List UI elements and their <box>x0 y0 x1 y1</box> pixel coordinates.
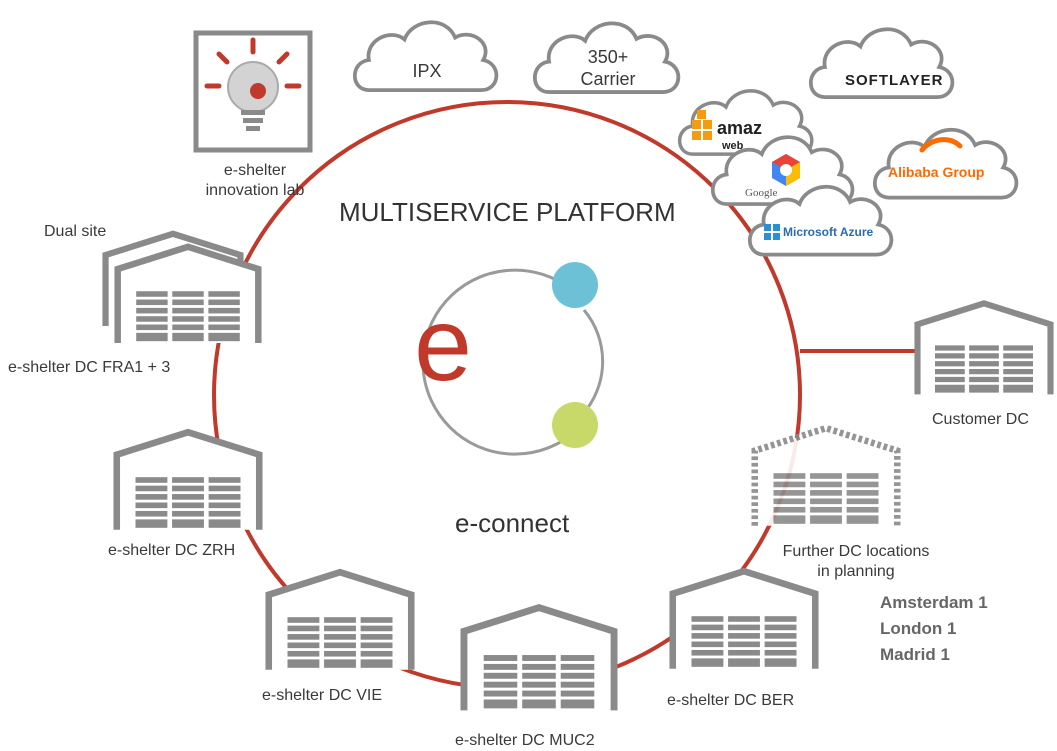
building-customer <box>918 303 1051 394</box>
google-cloud-icon <box>772 154 800 186</box>
site-muc-label: e-shelter DC MUC2 <box>455 732 595 749</box>
cloud-carrier-label-1: 350+ <box>587 47 629 67</box>
innovation-label-2: innovation lab <box>205 182 305 199</box>
center-label: e-connect <box>455 508 570 538</box>
google-logo-text: Google <box>745 187 778 199</box>
innovation-lab-icon <box>193 30 313 153</box>
green-node <box>552 402 598 448</box>
amazon-logo-text: amaz <box>717 118 763 138</box>
alibaba-logo-icon <box>919 137 963 153</box>
alibaba-logo-text: Alibaba Group <box>888 164 985 180</box>
e-logo-letter: e <box>414 287 472 403</box>
building-further <box>755 428 898 526</box>
blue-node <box>552 262 598 308</box>
aws-cubes-icon <box>692 110 712 140</box>
planned-location-2: London 1 <box>880 619 957 638</box>
site-vie-label: e-shelter DC VIE <box>262 687 383 704</box>
site-fra-label: e-shelter DC FRA1 + 3 <box>8 359 171 376</box>
building-zrh <box>117 432 260 530</box>
e-connect-logo: e <box>414 262 605 456</box>
platform-title: MULTISERVICE PLATFORM <box>339 197 676 227</box>
innovation-label-1: e-shelter <box>223 162 287 179</box>
building-ber <box>673 571 816 669</box>
site-ber-label: e-shelter DC BER <box>667 692 795 709</box>
site-customer-label: Customer DC <box>932 411 1029 428</box>
cloud-carrier-label-2: Carrier <box>580 69 636 89</box>
azure-logo-text: Microsoft Azure <box>783 225 874 239</box>
further-label-2: in planning <box>817 563 895 580</box>
building-fra <box>118 247 259 343</box>
amazon-logo-text-2: web <box>722 140 744 152</box>
building-vie <box>269 572 412 670</box>
building-muc <box>464 608 614 711</box>
cloud-ipx-label: IPX <box>412 61 442 81</box>
planned-location-3: Madrid 1 <box>880 645 950 664</box>
windows-icon <box>764 224 780 240</box>
dual-site-label: Dual site <box>44 223 107 240</box>
planned-location-1: Amsterdam 1 <box>880 593 988 612</box>
further-label-1: Further DC locations <box>782 543 930 560</box>
softlayer-logo: SOFTLAYER <box>845 72 944 89</box>
site-zrh-label: e-shelter DC ZRH <box>108 542 236 559</box>
